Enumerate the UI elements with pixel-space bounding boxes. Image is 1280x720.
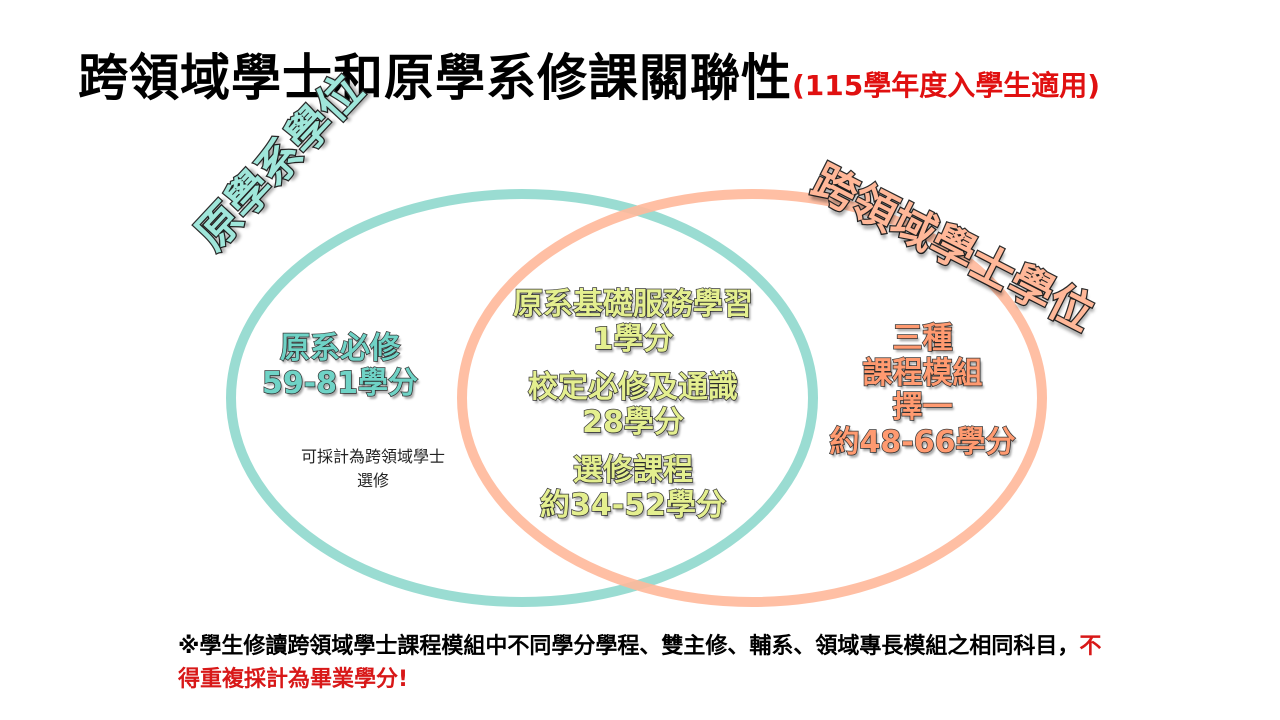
title-sub: (115學年度入學生適用) bbox=[792, 69, 1101, 102]
right-line: 約48-66學分 bbox=[829, 424, 1016, 460]
right-line: 課程模組 bbox=[862, 355, 984, 391]
footer-note: ※學生修讀跨領域學士課程模組中不同學分學程、雙主修、輔系、領域專長模組之相同科目… bbox=[178, 630, 1108, 696]
footer-highlight: 不得重複採計為畢業學分! bbox=[178, 634, 1102, 692]
page-title: 跨領域學士和原學系修課關聯性(115學年度入學生適用) bbox=[78, 38, 1228, 110]
overlap-item-credits: 約34-52學分 bbox=[539, 487, 726, 523]
overlap-item-name: 原系基礎服務學習 bbox=[512, 287, 754, 322]
overlap-item-name: 校定必修及通識 bbox=[527, 370, 739, 405]
left-circle bbox=[226, 189, 818, 607]
overlap-item-credits: 1學分 bbox=[592, 321, 674, 357]
right-line: 擇一 bbox=[892, 390, 954, 425]
overlap-item-name: 選修課程 bbox=[572, 453, 694, 488]
overlap-block: 原系基礎服務學習 1學分 校定必修及通識 28學分 選修課程 約34-52學分 bbox=[498, 287, 768, 523]
right-block: 三種 課程模組 擇一 約48-66學分 bbox=[815, 321, 1030, 460]
right-circle bbox=[457, 189, 1047, 607]
left-required-credits: 59-81學分 bbox=[261, 365, 418, 401]
overlap-item-credits: 28學分 bbox=[581, 404, 684, 440]
left-required-block: 原系必修 59-81學分 bbox=[261, 331, 418, 401]
title-main: 跨領域學士和原學系修課關聯性 bbox=[78, 49, 792, 107]
footer-text: ※學生修讀跨領域學士課程模組中不同學分學程、雙主修、輔系、領域專長模組之相同科目… bbox=[178, 634, 1080, 659]
right-line: 三種 bbox=[892, 321, 954, 356]
left-required-title: 原系必修 bbox=[279, 331, 400, 366]
left-note: 可採計為跨領域學士選修 bbox=[300, 449, 445, 490]
